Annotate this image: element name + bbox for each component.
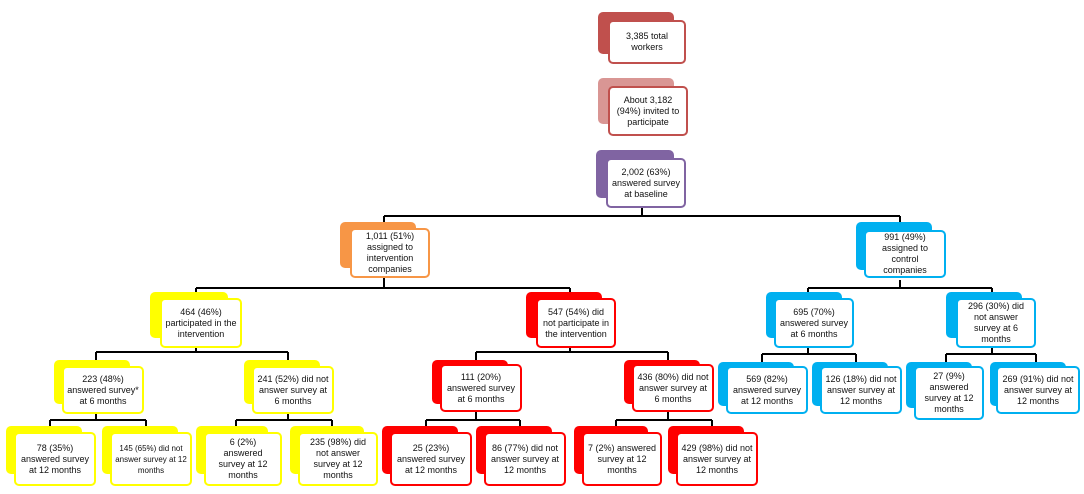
node-control-12m-d-text: 269 (91%) did not answer survey at 12 mo… [1002,373,1074,406]
node-control-6m-not-text: 296 (30%) did not answer survey at 6 mon… [967,301,1025,344]
node-p12-b-text: 145 (65%) did not answer survey at 12 mo… [115,443,187,475]
node-control-6m-not: 296 (30%) did not answer survey at 6 mon… [946,292,1036,348]
node-control-12m-b: 126 (18%) did not answer survey at 12 mo… [812,362,902,414]
node-control-12m-b-text: 126 (18%) did not answer survey at 12 mo… [825,373,897,406]
node-p12-b: 145 (65%) did not answer survey at 12 mo… [102,426,192,486]
node-p12-a: 78 (35%) answered survey at 12 months [6,426,96,486]
node-control: 991 (49%) assigned to control companies [856,222,946,280]
node-total-workers-text: 3,385 total workers [625,31,669,52]
node-control-6m-answered: 695 (70%) answered survey at 6 months [766,292,856,348]
node-control-12m-c-text: 27 (9%) answered survey at 12 months [924,371,974,414]
connector-c6-answered [761,346,857,366]
node-np12-a: 25 (23%) answered survey at 12 months [382,426,472,486]
node-np12-b-text: 86 (77%) did not answer survey at 12 mon… [490,442,560,475]
node-participated-text: 464 (46%) participated in the interventi… [165,306,237,339]
node-baseline: 2,002 (63%) answered survey at baseline [596,150,688,210]
node-p12-d: 235 (98%) did not answer survey at 12 mo… [290,426,378,486]
node-control-12m-d: 269 (91%) did not answer survey at 12 mo… [990,362,1080,414]
node-p6-not-text: 241 (52%) did not answer survey at 6 mon… [257,373,329,406]
node-p6-not: 241 (52%) did not answer survey at 6 mon… [244,360,334,414]
connector-participated [95,346,289,364]
node-control-text: 991 (49%) assigned to control companies [881,232,929,275]
node-invited-text: About 3,182 (94%) invited to participate [616,94,680,127]
connector-control [807,280,993,296]
node-control-12m-a-text: 569 (82%) answered survey at 12 months [732,373,802,406]
node-baseline-text: 2,002 (63%) answered survey at baseline [611,166,681,199]
node-p12-c: 6 (2%) answered survey at 12 months [196,426,282,486]
node-np12-c-text: 7 (2%) answered survey at 12 months [587,442,657,475]
connector-p6-not [235,412,333,430]
connector-p6-answered [49,412,147,430]
connector-np6-answered [425,410,521,430]
node-p6-answered-text: 223 (48%) answered survey* at 6 months [67,373,139,406]
node-np6-not-text: 436 (80%) did not answer survey at 6 mon… [637,371,709,404]
node-control-12m-a: 569 (82%) answered survey at 12 months [718,362,808,414]
connector-not-participated [475,346,669,362]
connector-intervention [195,278,571,300]
node-control-12m-c: 27 (9%) answered survey at 12 months [906,362,984,420]
node-intervention-text: 1,011 (51%) assigned to intervention com… [365,231,415,274]
connector-baseline [383,208,901,228]
node-not-participated: 547 (54%) did not participate in the int… [526,292,616,348]
node-np12-a-text: 25 (23%) answered survey at 12 months [396,442,466,475]
node-p12-d-text: 235 (98%) did not answer survey at 12 mo… [309,437,367,480]
node-np6-not: 436 (80%) did not answer survey at 6 mon… [624,360,714,412]
node-np12-d-text: 429 (98%) did not answer survey at 12 mo… [681,442,753,475]
node-np12-c: 7 (2%) answered survey at 12 months [574,426,662,486]
node-total-workers: 3,385 total workers [598,12,688,66]
node-control-6m-answered-text: 695 (70%) answered survey at 6 months [779,306,849,339]
node-not-participated-text: 547 (54%) did not participate in the int… [542,306,610,339]
node-intervention: 1,011 (51%) assigned to intervention com… [340,222,430,280]
connector-c6-not [945,346,1037,366]
node-np6-answered: 111 (20%) answered survey at 6 months [432,360,522,412]
node-p12-c-text: 6 (2%) answered survey at 12 months [218,437,268,480]
node-invited: About 3,182 (94%) invited to participate [598,78,688,138]
node-np12-d: 429 (98%) did not answer survey at 12 mo… [668,426,758,486]
connector-np6-not [615,410,713,430]
node-p6-answered: 223 (48%) answered survey* at 6 months [54,360,144,414]
node-np6-answered-text: 111 (20%) answered survey at 6 months [446,371,516,404]
node-p12-a-text: 78 (35%) answered survey at 12 months [20,442,90,475]
node-participated: 464 (46%) participated in the interventi… [150,292,242,348]
node-np12-b: 86 (77%) did not answer survey at 12 mon… [476,426,566,486]
